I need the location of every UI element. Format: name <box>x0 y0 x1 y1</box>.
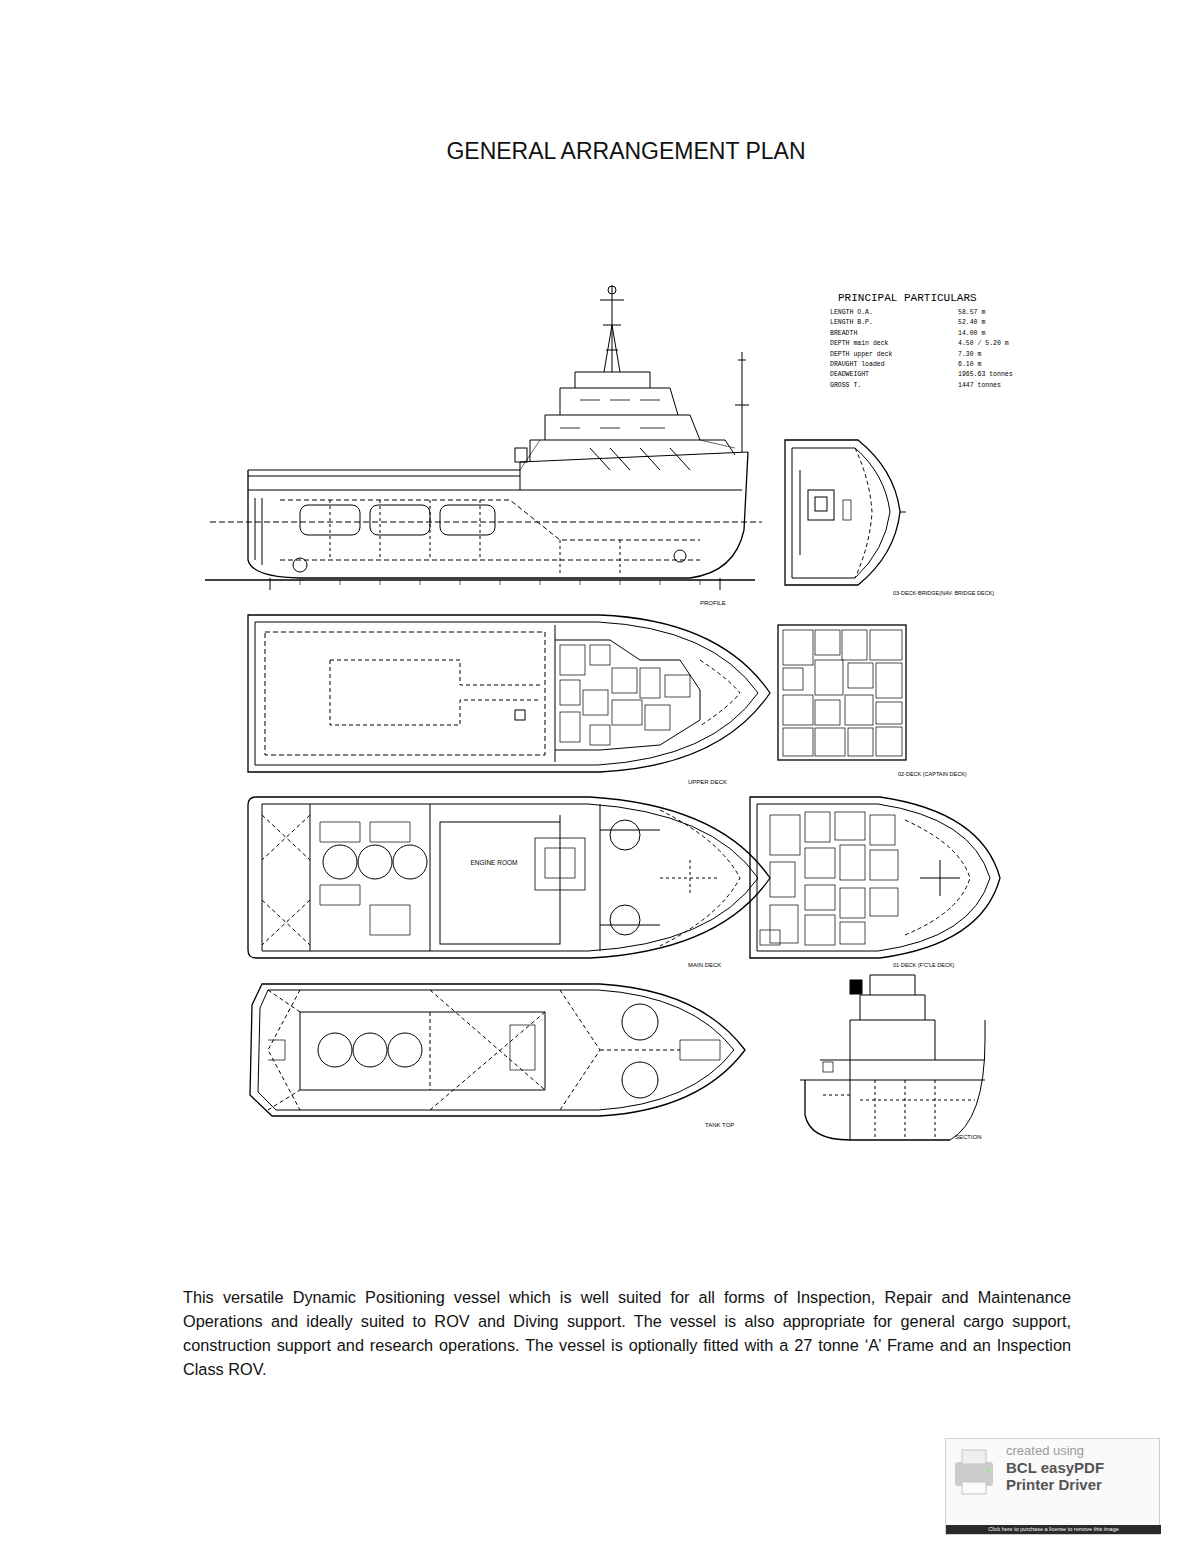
view-label: UPPER DECK <box>688 779 727 786</box>
particular-cell: DEPTH upper deck <box>830 351 892 358</box>
watermark-text: created using <box>1006 1444 1084 1458</box>
particular-cell: 1965.63 tonnes <box>958 371 1013 378</box>
particular-cell: LENGTH B.P. <box>830 319 873 326</box>
table-title: PRINCIPAL PARTICULARS <box>838 292 977 304</box>
particular-cell: 14.00 m <box>958 330 985 337</box>
particular-cell: 58.57 m <box>958 309 985 316</box>
view-label: PROFILE <box>700 600 726 607</box>
view-label: 03-DECK-BRIDGE(NAV. BRIDGE DECK) <box>893 590 994 596</box>
view-label: 01-DECK (F'C'LE DECK) <box>893 962 954 968</box>
particular-cell: DEADWEIGHT <box>830 371 869 378</box>
particular-cell: 1447 tonnes <box>958 382 1001 389</box>
particular-cell: LENGTH O.A. <box>830 309 873 316</box>
compartment-label: ENGINE ROOM <box>471 859 518 866</box>
particular-cell: 4.50 / 5.20 m <box>958 340 1009 347</box>
watermark-box: created usingBCL easyPDF Printer DriverC… <box>945 1438 1160 1535</box>
particular-cell: DEPTH main deck <box>830 340 889 347</box>
particular-cell: 6.10 m <box>958 361 981 368</box>
particular-cell: GROSS T. <box>830 382 861 389</box>
particular-cell: 7.30 m <box>958 351 981 358</box>
watermark-text: BCL easyPDF Printer Driver <box>1006 1460 1156 1493</box>
view-label: TANK TOP <box>705 1122 734 1129</box>
page-title: GENERAL ARRANGEMENT PLAN <box>0 138 1200 165</box>
particular-cell: BREADTH <box>830 330 857 337</box>
view-label: 02-DECK (CAPTAIN DECK) <box>898 771 967 777</box>
particular-cell: DRAUGHT loaded <box>830 361 885 368</box>
license-bar: Click here to purchase a license to remo… <box>946 1525 1161 1534</box>
view-label: MAIN DECK <box>688 962 721 969</box>
particular-cell: 52.40 m <box>958 319 985 326</box>
caption-text: This versatile Dynamic Positioning vesse… <box>183 1285 1071 1381</box>
view-label: SECTION <box>955 1134 982 1141</box>
